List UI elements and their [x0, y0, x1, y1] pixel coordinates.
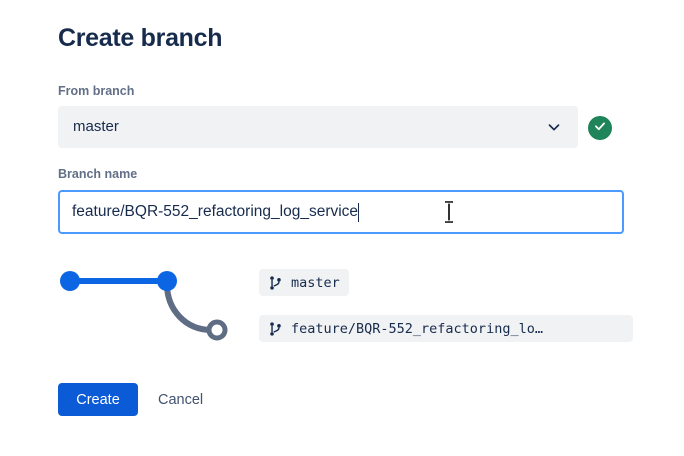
git-branch-icon — [268, 275, 283, 291]
branch-name-label: Branch name — [58, 167, 138, 181]
branch-chip-label: feature/BQR-552_refactoring_lo… — [291, 320, 543, 337]
text-ibeam-cursor — [443, 201, 455, 223]
git-branch-icon — [268, 321, 283, 337]
branch-chip-feature: feature/BQR-552_refactoring_lo… — [259, 315, 633, 342]
page-title: Create branch — [58, 24, 223, 52]
cancel-button[interactable]: Cancel — [150, 383, 211, 416]
from-branch-select[interactable]: master — [58, 106, 578, 148]
from-branch-valid-badge — [588, 116, 612, 140]
branch-chip-master: master — [259, 269, 349, 296]
new-branch-node — [206, 319, 228, 341]
branch-chip-label: master — [291, 274, 340, 291]
branch-graph — [50, 258, 240, 350]
branch-curve — [164, 281, 214, 333]
from-branch-select-wrapper: master — [58, 106, 578, 148]
branch-name-input-wrapper: feature/BQR-552_refactoring_log_service — [58, 190, 624, 234]
branch-name-value: feature/BQR-552_refactoring_log_service — [72, 203, 359, 220]
text-caret — [358, 202, 360, 222]
from-branch-label: From branch — [58, 84, 135, 98]
branch-name-input[interactable]: feature/BQR-552_refactoring_log_service — [58, 190, 624, 234]
chevron-down-icon — [545, 118, 563, 136]
check-circle-icon — [593, 119, 607, 138]
from-branch-value: master — [73, 118, 119, 135]
commit-node-1 — [60, 271, 80, 291]
commit-node-2 — [157, 271, 177, 291]
create-button[interactable]: Create — [58, 383, 138, 416]
